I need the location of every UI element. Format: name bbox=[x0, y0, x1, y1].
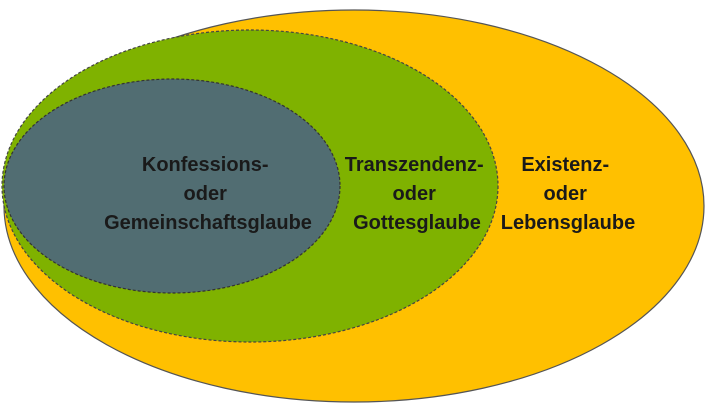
inner-label-line-1: Konfessions- bbox=[142, 154, 269, 176]
middle-label-line-2: oder bbox=[393, 183, 437, 205]
inner-ellipse-gemeinschaftsglaube bbox=[3, 78, 341, 294]
outer-label-line-1: Existenz- bbox=[521, 154, 609, 176]
middle-label-line-3: Gottesglaube bbox=[353, 212, 481, 234]
inner-label: Konfessions- oder Gemeinschaftsglaube bbox=[104, 154, 312, 234]
outer-label-line-3: Lebensglaube bbox=[501, 212, 635, 234]
outer-label-line-2: oder bbox=[544, 183, 588, 205]
middle-label: Transzendenz- oder Gottesglaube bbox=[345, 154, 489, 234]
middle-label-line-1: Transzendenz- bbox=[345, 154, 484, 176]
inner-label-line-3: Gemeinschaftsglaube bbox=[104, 212, 312, 234]
inner-label-line-2: oder bbox=[184, 183, 228, 205]
outer-label: Existenz- oder Lebensglaube bbox=[501, 154, 635, 234]
